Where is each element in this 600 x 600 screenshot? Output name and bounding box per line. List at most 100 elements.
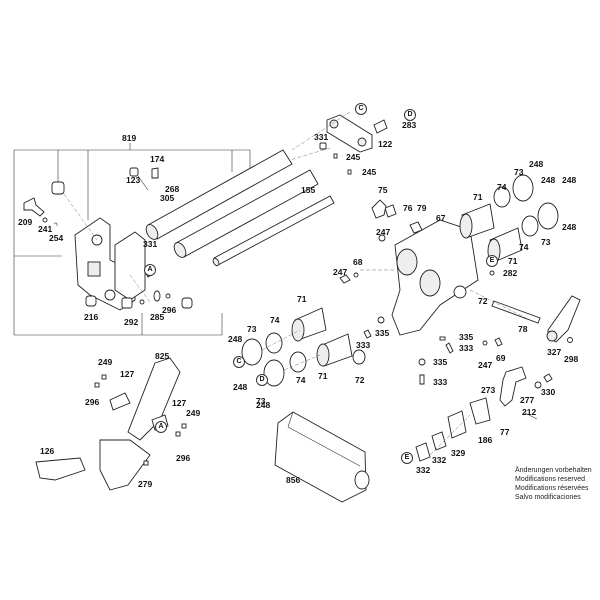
part-label-296: 296 — [162, 305, 177, 315]
part-label-856: 856 — [286, 475, 301, 485]
part-label-77: 77 — [500, 427, 510, 437]
top-bracket — [319, 114, 388, 175]
notice-line-de: Änderungen vorbehalten — [515, 467, 592, 474]
part-label-248-c: 248 — [562, 175, 577, 185]
part-label-75: 75 — [378, 185, 388, 195]
part-label-155: 155 — [301, 185, 316, 195]
guide-tubes — [145, 149, 335, 267]
part-label-122: 122 — [378, 139, 393, 149]
part-label-248-e: 248 — [228, 334, 243, 344]
part-label-71-b: 71 — [508, 256, 518, 266]
part-label-254: 254 — [49, 233, 64, 243]
part-label-249-b: 249 — [186, 408, 201, 418]
part-label-72-a: 72 — [478, 296, 488, 306]
part-label-298: 298 — [564, 354, 579, 364]
screws-middle — [363, 316, 503, 385]
notice-line-en: Modifications reserved — [515, 476, 586, 483]
part-label-285: 285 — [150, 312, 165, 322]
part-label-335-c: 335 — [433, 357, 448, 367]
part-label-333-b: 333 — [459, 343, 474, 353]
group-label-825: 825 — [155, 351, 170, 361]
part-label-74-b: 74 — [519, 242, 529, 252]
part-label-73-b: 73 — [541, 237, 551, 247]
callout-E: E — [486, 255, 498, 267]
part-label-329: 329 — [451, 448, 466, 458]
part-label-74-c: 74 — [270, 315, 280, 325]
bushings-lower — [241, 307, 366, 387]
part-label-248-b: 248 — [541, 175, 556, 185]
part-label-127-b: 127 — [172, 398, 187, 408]
part-label-247-low: 247 — [478, 360, 493, 370]
part-label-212: 212 — [522, 407, 537, 417]
part-label-73-d: 73 — [256, 396, 266, 406]
part-label-209: 209 — [18, 217, 33, 227]
part-label-249-a: 249 — [98, 357, 113, 367]
part-label-248-a: 248 — [529, 159, 544, 169]
part-label-330: 330 — [541, 387, 556, 397]
part-label-282: 282 — [503, 268, 518, 278]
part-label-71-a: 71 — [473, 192, 483, 202]
part-label-69: 69 — [496, 353, 506, 363]
part-label-245-b: 245 — [362, 167, 377, 177]
part-label-335-a: 335 — [375, 328, 390, 338]
rod-and-lever — [491, 295, 581, 343]
part-label-332-a: 332 — [432, 455, 447, 465]
part-label-123: 123 — [126, 175, 141, 185]
part-label-332-b: 332 — [416, 465, 431, 475]
part-label-76: 76 — [403, 203, 413, 213]
left-end-housing — [74, 217, 146, 311]
part-label-305: 305 — [160, 193, 175, 203]
part-label-331-left: 331 — [143, 239, 158, 249]
part-label-216: 216 — [84, 312, 99, 322]
part-label-174: 174 — [150, 154, 165, 164]
callout-D: D — [404, 109, 416, 121]
part-label-74-a: 74 — [497, 182, 507, 192]
part-label-68: 68 — [353, 257, 363, 267]
notice-line-fr: Modifications réservées — [515, 485, 589, 492]
clamp-assembly — [415, 366, 553, 462]
part-label-74-d: 74 — [296, 375, 306, 385]
callout-E-lower: E — [401, 452, 413, 464]
part-label-273: 273 — [481, 385, 496, 395]
part-label-296-b: 296 — [85, 397, 100, 407]
part-label-296-c: 296 — [176, 453, 191, 463]
part-label-333-a: 333 — [356, 340, 371, 350]
part-label-78: 78 — [518, 324, 528, 334]
part-label-73-a: 73 — [514, 167, 524, 177]
leader-lines — [63, 111, 531, 456]
dust-box — [274, 411, 370, 503]
part-label-248-d: 248 — [562, 222, 577, 232]
part-label-245-a: 245 — [346, 152, 361, 162]
part-label-292: 292 — [124, 317, 139, 327]
main-housing — [339, 199, 495, 336]
part-label-241: 241 — [38, 224, 53, 234]
part-label-72-b: 72 — [355, 375, 365, 385]
group-label-819: 819 — [122, 133, 137, 143]
part-label-335-b: 335 — [459, 332, 474, 342]
part-label-247-top: 247 — [376, 227, 391, 237]
bushings-upper — [459, 174, 559, 264]
part-label-79: 79 — [417, 203, 427, 213]
callout-A-lower: A — [155, 421, 167, 433]
part-label-247-mid: 247 — [333, 267, 348, 277]
callout-C-lower: C — [233, 356, 245, 368]
part-label-248-g: 248 — [256, 400, 271, 410]
callout-A: A — [144, 264, 156, 276]
part-label-248-f: 248 — [233, 382, 248, 392]
part-label-67: 67 — [436, 213, 446, 223]
part-label-331-top: 331 — [314, 132, 329, 142]
group-bracket-819 — [13, 143, 251, 336]
part-label-327: 327 — [547, 347, 562, 357]
extraction-handle — [35, 357, 187, 491]
notice-line-es: Salvo modificaciones — [515, 494, 581, 501]
part-label-283: 283 — [402, 120, 417, 130]
part-label-277: 277 — [520, 395, 535, 405]
callout-C: C — [355, 103, 367, 115]
part-label-73-c: 73 — [247, 324, 257, 334]
callout-D-lower: D — [256, 374, 268, 386]
part-label-186: 186 — [478, 435, 493, 445]
part-label-126: 126 — [40, 446, 55, 456]
part-label-71-d: 71 — [318, 371, 328, 381]
part-label-268: 268 — [165, 184, 180, 194]
